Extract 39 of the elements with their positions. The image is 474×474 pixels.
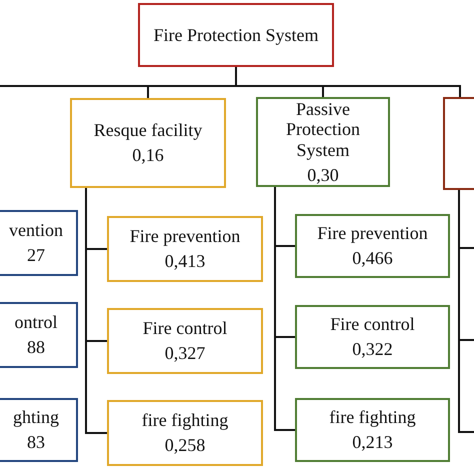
node-title: Resque facility (94, 120, 202, 141)
node-title: Fire prevention (317, 223, 428, 244)
category-box (70, 98, 226, 188)
node-title: fire fighting (329, 407, 416, 428)
root-box (138, 3, 334, 67)
criterion-box (295, 305, 450, 369)
connector-line (85, 188, 107, 434)
connector-line (235, 67, 461, 97)
category-box (256, 97, 390, 187)
node-title: Fire control (330, 314, 415, 335)
node-title: vention (9, 220, 63, 241)
connector-line (458, 190, 474, 433)
weight-value: 0,30 (307, 164, 339, 186)
weight-value: 0,16 (132, 145, 164, 166)
criterion-box (107, 400, 263, 466)
weight-value: 83 (27, 432, 45, 453)
node-title: Fire prevention (130, 226, 240, 247)
weight-value: 0,327 (164, 343, 206, 364)
criterion-box (295, 398, 450, 462)
criterion-box (0, 210, 78, 276)
criterion-box (295, 214, 450, 278)
connector-line (274, 187, 295, 431)
node-title: ontrol (14, 312, 58, 333)
weight-value: 0,413 (164, 251, 206, 272)
criterion-box (0, 302, 78, 368)
weight-value: 0,322 (352, 339, 393, 360)
weight-value: 0,466 (352, 248, 393, 269)
node-title: Passive Protection System (285, 98, 361, 161)
node-title: fire fighting (142, 410, 228, 431)
weight-value: 88 (27, 337, 45, 358)
weight-value: 0,213 (352, 432, 393, 453)
criterion-box (107, 308, 263, 374)
weight-value: 27 (27, 245, 45, 266)
criterion-box (0, 398, 78, 462)
node-title: Fire control (142, 318, 228, 339)
node-title: ghting (12, 407, 59, 428)
node-title: Fire Protection System (154, 24, 318, 46)
criterion-box (107, 216, 263, 282)
weight-value: 0,258 (164, 435, 206, 456)
